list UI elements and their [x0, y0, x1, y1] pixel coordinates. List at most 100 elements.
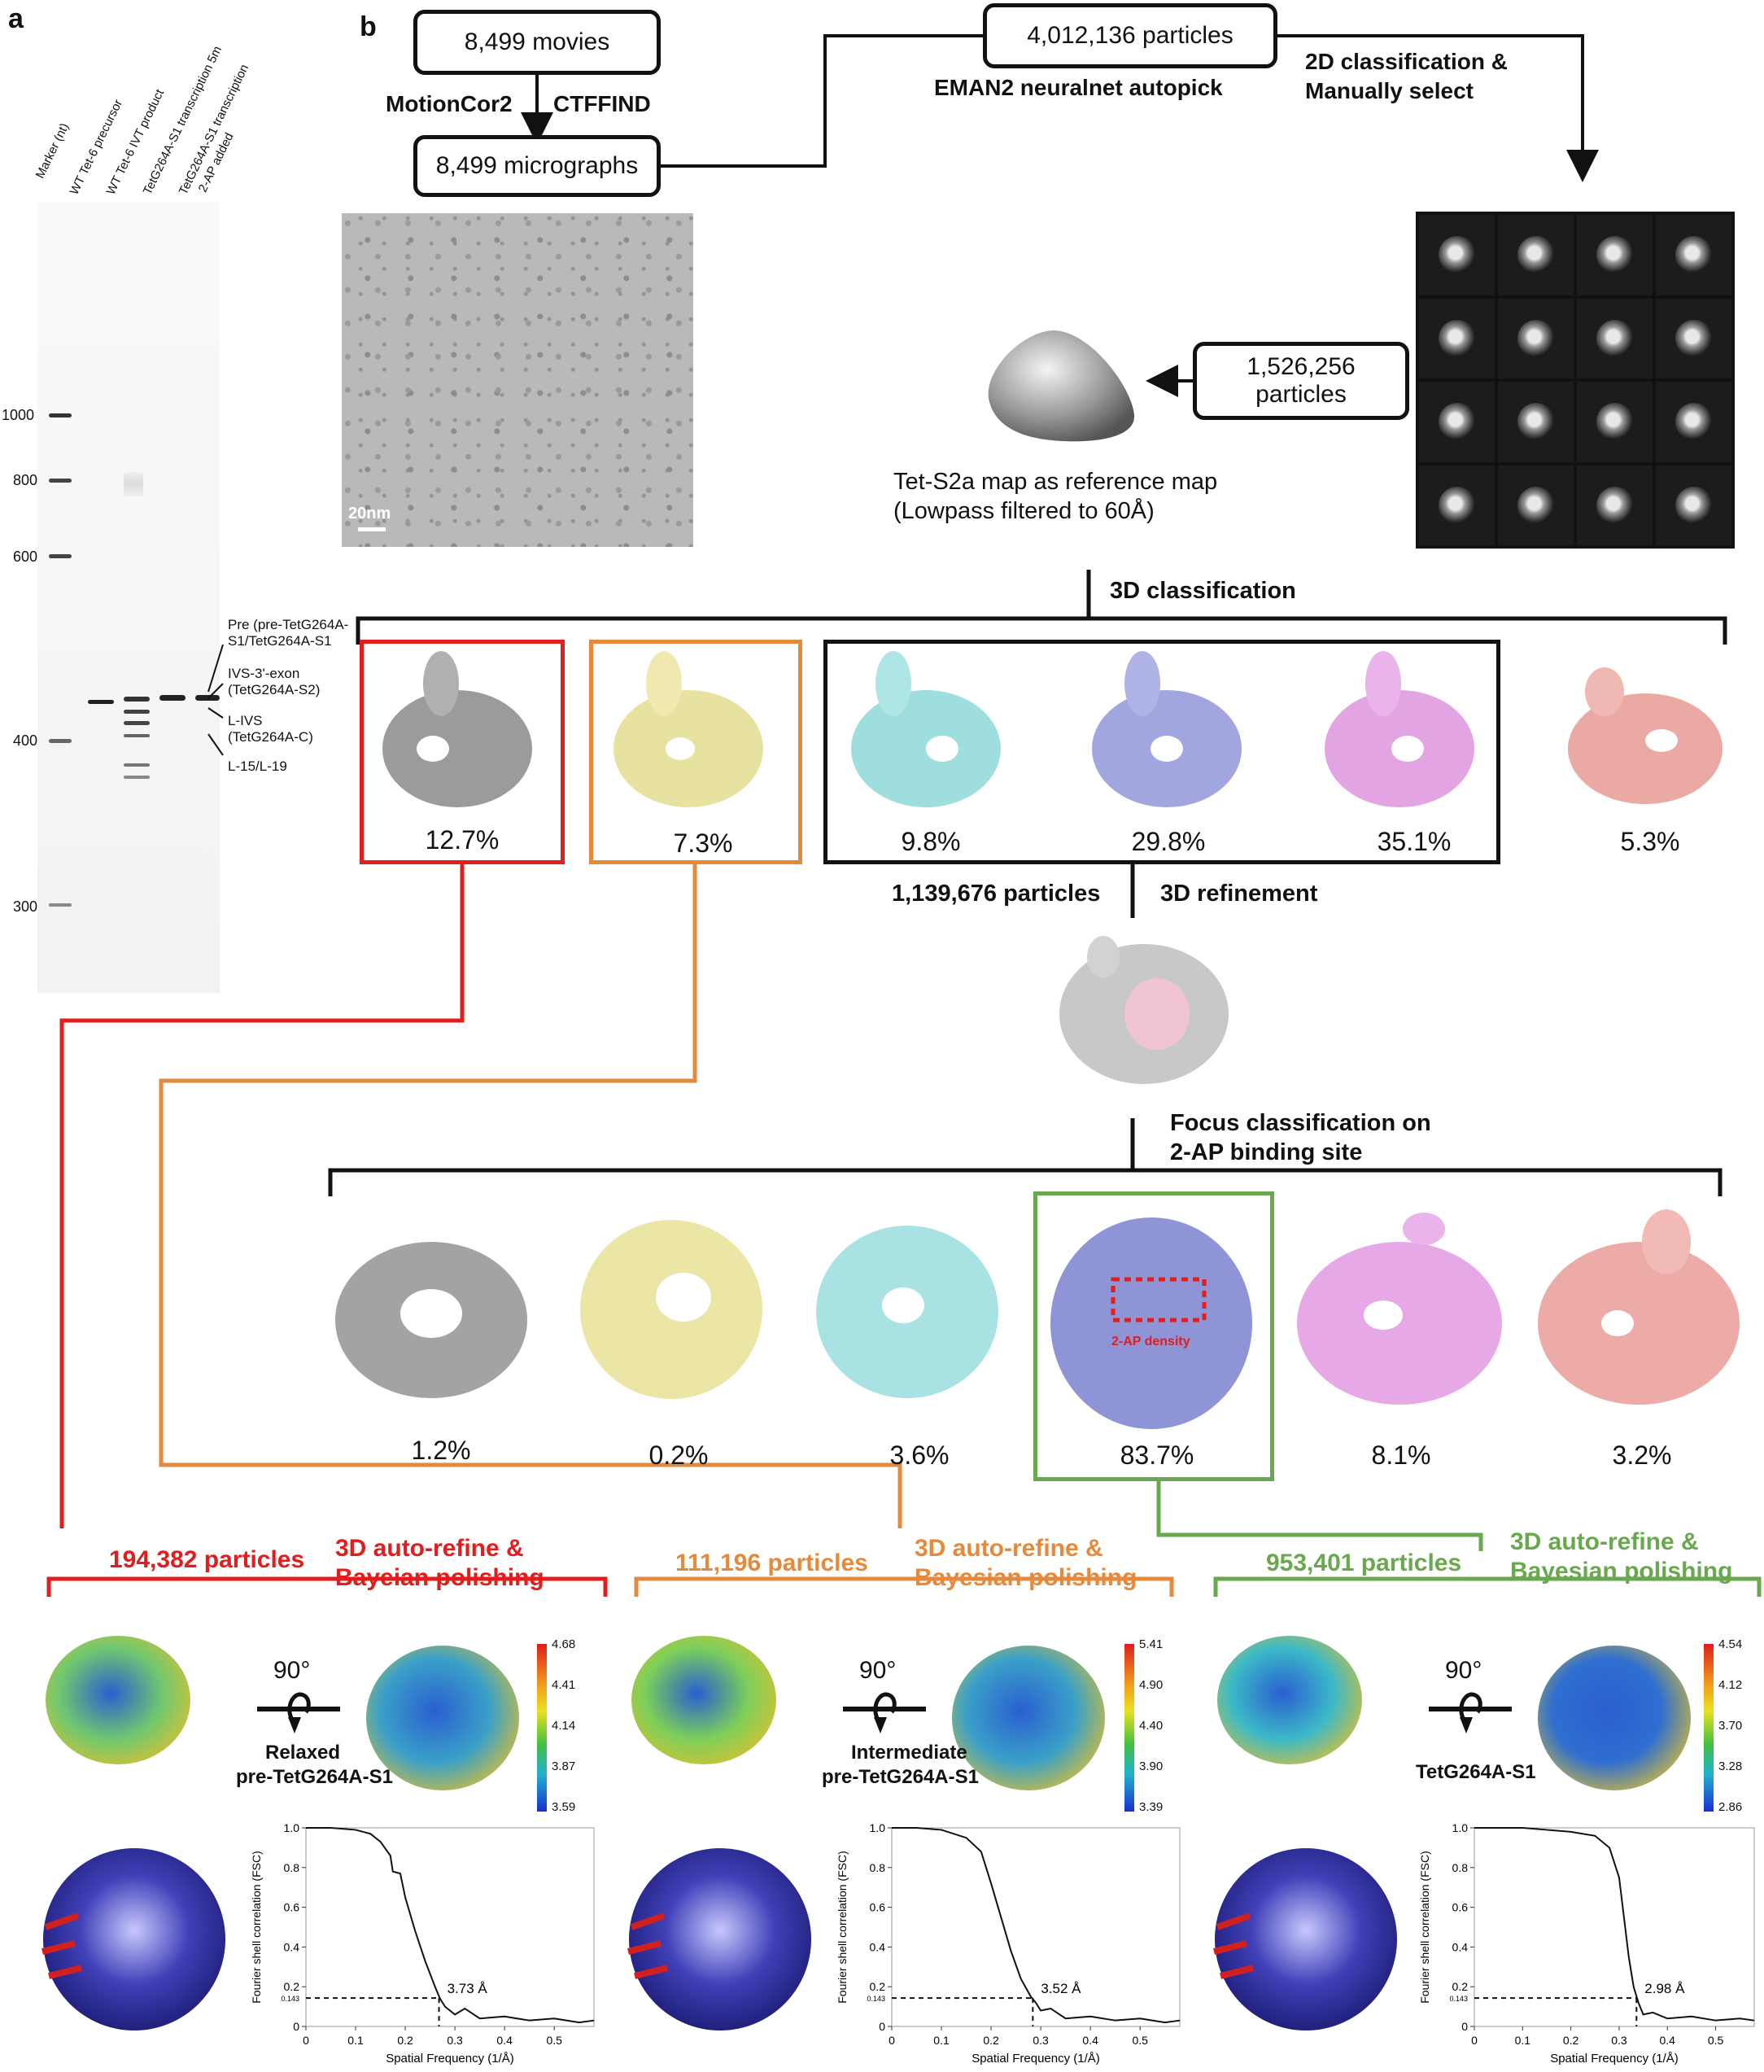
density-annotation: 2-AP density: [1111, 1335, 1190, 1349]
y-tick-label: 0.2: [870, 1980, 886, 1993]
class3d-percent: 5.3%: [1620, 827, 1680, 856]
plot-frame: [891, 1827, 1181, 2027]
y-tick-label: 0.4: [870, 1940, 886, 1953]
gel-band: [49, 554, 72, 558]
threshold-label: 0.143: [1449, 1995, 1468, 2003]
gel-annotation: L-IVS: [228, 713, 263, 728]
density-map-class3: [851, 651, 1001, 807]
local-resolution-map: [366, 1646, 519, 1790]
focus-percent: 3.2%: [1612, 1440, 1672, 1470]
gel-band: [88, 700, 114, 704]
y-tick-label: 1.0: [870, 1821, 886, 1834]
color-scale-tick: 5.41: [1139, 1637, 1164, 1651]
focus-class-box-selected: [1033, 1191, 1274, 1481]
gel-annotation: Pre (pre-TetG264A-: [228, 617, 349, 632]
color-scale-tick: 2.86: [1718, 1800, 1743, 1814]
class3d-box-selected: [823, 640, 1500, 864]
density-map-class4: [1092, 651, 1242, 807]
gel-annotation-lines: [207, 644, 224, 756]
gel-band: [49, 479, 72, 483]
refined-particles-label: 1,139,676 particles: [892, 881, 1101, 907]
threshold-label: 0.143: [867, 1995, 885, 2003]
x-tick-label: 0: [889, 2034, 895, 2047]
class-average: [1419, 298, 1495, 378]
result3-method: Bayesian polishing: [1510, 1558, 1733, 1585]
focus-map-5: [1297, 1213, 1502, 1405]
focus-percent: 3.6%: [889, 1440, 950, 1470]
ctffind-label: CTFFIND: [553, 91, 651, 116]
marker-label: 600: [13, 549, 38, 565]
gel-band: [124, 697, 150, 702]
panel-label-a: a: [8, 3, 24, 34]
focus-percent: 8.1%: [1371, 1440, 1431, 1470]
fsc-curve: [1474, 1827, 1755, 2022]
y-tick-label: 0.6: [284, 1901, 300, 1914]
class-average: [1577, 465, 1653, 545]
focus-map-1: [335, 1242, 527, 1398]
scale-bar-label: 20nm: [348, 505, 391, 522]
gel-band: [195, 695, 220, 701]
x-tick-label: 0.3: [1033, 2034, 1049, 2047]
x-axis-label: Spatial Frequency (1/Å): [386, 2052, 514, 2065]
state-label: pre-TetG264A-S1: [822, 1766, 979, 1788]
result1-method: Bayeian polishing: [335, 1564, 544, 1591]
fsc-curve: [892, 1827, 1181, 2024]
class-average: [1498, 298, 1574, 378]
color-scale-tick: 4.12: [1718, 1678, 1743, 1692]
refine3d-label: 3D refinement: [1160, 881, 1318, 907]
y-tick-label: 0.6: [870, 1901, 886, 1914]
class-average: [1577, 382, 1653, 462]
x-axis-label: Spatial Frequency (1/Å): [972, 2052, 1100, 2065]
density-map-class2: [613, 651, 763, 807]
color-scale-tick: 4.54: [1718, 1637, 1743, 1651]
x-tick-label: 0.1: [933, 2034, 950, 2047]
gel-annotation: (TetG264A-S2): [228, 682, 321, 697]
y-tick-label: 0.8: [870, 1861, 886, 1874]
micrographs-box: 8,499 micrographs: [413, 135, 661, 197]
result2-particles: 111,196 particles: [675, 1550, 868, 1576]
focus-map-2: [580, 1220, 762, 1399]
state-label: pre-TetG264A-S1: [236, 1766, 393, 1788]
y-tick-label: 0.4: [284, 1940, 300, 1953]
result1-method: 3D auto-refine &: [335, 1535, 524, 1562]
class-average: [1577, 298, 1653, 378]
x-tick-label: 0.1: [347, 2034, 364, 2047]
x-axis-label: Spatial Frequency (1/Å): [1550, 2052, 1679, 2065]
movies-box: 8,499 movies: [413, 10, 661, 75]
class-average: [1656, 382, 1731, 462]
gel-band: [124, 710, 150, 714]
color-scale-tick: 4.14: [552, 1719, 576, 1733]
reference-label: Tet-S2a map as reference map: [893, 469, 1218, 495]
y-tick-label: 1.0: [284, 1821, 300, 1834]
y-tick-label: 0.2: [1452, 1980, 1469, 1993]
gel-band: [49, 413, 72, 417]
micrograph-image: [342, 213, 693, 547]
color-scale-tick: 4.90: [1139, 1678, 1164, 1692]
x-tick-label: 0.2: [397, 2034, 413, 2047]
class-average: [1498, 382, 1574, 462]
density-map-class1: [382, 651, 532, 807]
state-label: TetG264A-S1: [1416, 1761, 1536, 1783]
gel-band: [124, 472, 143, 496]
local-resolution-map: [1217, 1636, 1362, 1764]
class3d-box-relaxed: [360, 640, 565, 864]
focus-percent: 1.2%: [411, 1436, 471, 1465]
marker-label: 400: [13, 732, 38, 749]
threshold-label: 0.143: [281, 1995, 299, 2003]
marker-label: 300: [13, 898, 38, 915]
class3d-percent: 29.8%: [1131, 827, 1206, 856]
y-tick-label: 1.0: [1452, 1821, 1469, 1834]
resolution-label: 3.73 Å: [448, 1981, 488, 1996]
resolution-label: 3.52 Å: [1041, 1981, 1081, 1996]
class2d-label: Manually select: [1305, 78, 1474, 103]
refined-map: [1059, 936, 1229, 1084]
class3d-label: 3D classification: [1110, 578, 1296, 604]
result1-particles: 194,382 particles: [109, 1546, 305, 1573]
y-tick-label: 0.2: [284, 1980, 300, 1993]
rotation-label: 90°: [273, 1657, 311, 1684]
resolution-color-scale: [1704, 1644, 1714, 1812]
y-axis-label: Fourier shell correlation (FSC): [250, 1851, 263, 2004]
